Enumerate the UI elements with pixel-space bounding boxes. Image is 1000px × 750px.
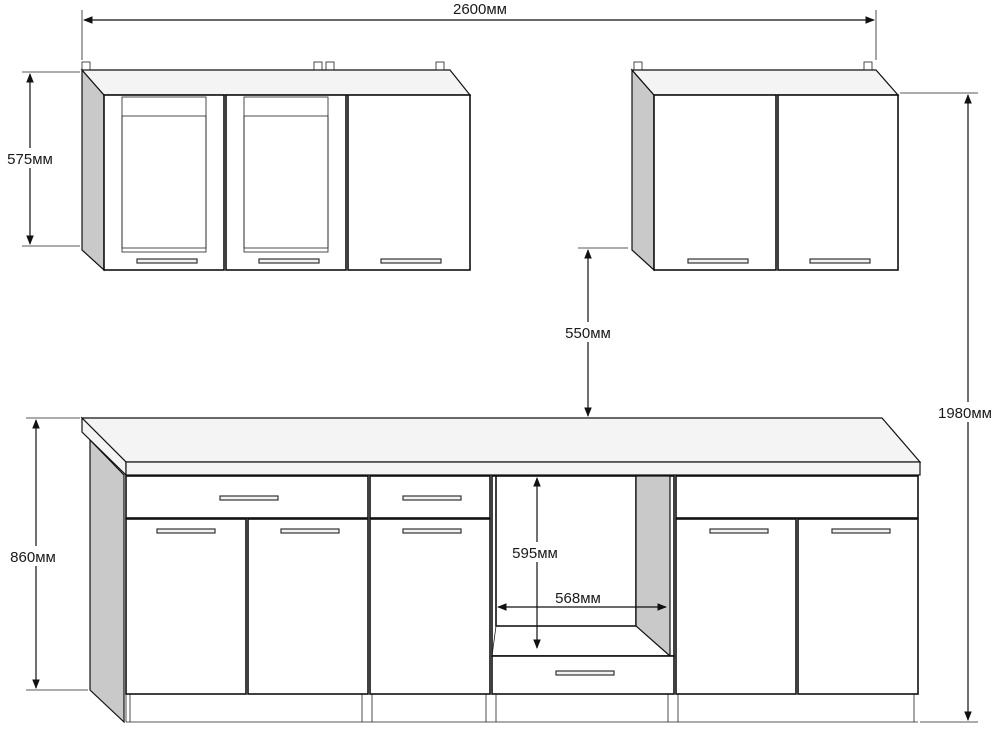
door-handle [709,528,769,534]
dim-oven-height: 595мм [502,477,568,649]
dim-wall-height: 575мм [0,71,80,247]
base-door [369,518,491,695]
base-section-1 [125,475,369,695]
gap-height-label: 550мм [565,325,611,342]
oven-height-label: 595мм [512,545,558,562]
glass-door-2 [225,94,347,271]
base-door [125,518,247,695]
drawer-handle [402,495,462,501]
countertop [80,416,922,477]
door-handle [136,258,198,264]
dim-gap: 550мм [556,247,628,417]
drawer-handle [219,495,279,501]
base-door [675,518,797,695]
drawer-front [369,475,491,519]
base-section-4 [675,475,919,695]
door-handle [280,528,340,534]
door-handle [402,528,462,534]
dim-total-height: 1980мм [900,92,1000,723]
wall-cabinet-right [630,61,900,272]
oven-niche [491,475,675,695]
base-cabinets [80,416,922,724]
wall-door-4 [653,94,777,271]
wall-door-3 [347,94,471,271]
dim-total-width: 2600мм [81,1,877,60]
drawer-handle [555,670,615,676]
drawer-front [675,475,919,519]
dim-oven-width: 568мм [497,590,667,611]
door-handle [809,258,871,264]
oven-width-label: 568мм [555,590,601,607]
base-door [797,518,919,695]
total-width-label: 2600мм [453,1,507,18]
total-height-label: 1980мм [938,405,992,422]
glass-door-1 [103,94,225,271]
base-section-2 [369,475,491,695]
wall-cabinet-left [80,61,472,272]
door-handle [831,528,891,534]
door-handle [258,258,320,264]
door-handle [687,258,749,264]
wall-height-label: 575мм [7,151,53,168]
base-door [247,518,369,695]
wall-door-5 [777,94,899,271]
dim-base-height: 860мм [2,417,88,691]
base-height-label: 860мм [10,549,56,566]
door-handle [156,528,216,534]
door-handle [380,258,442,264]
